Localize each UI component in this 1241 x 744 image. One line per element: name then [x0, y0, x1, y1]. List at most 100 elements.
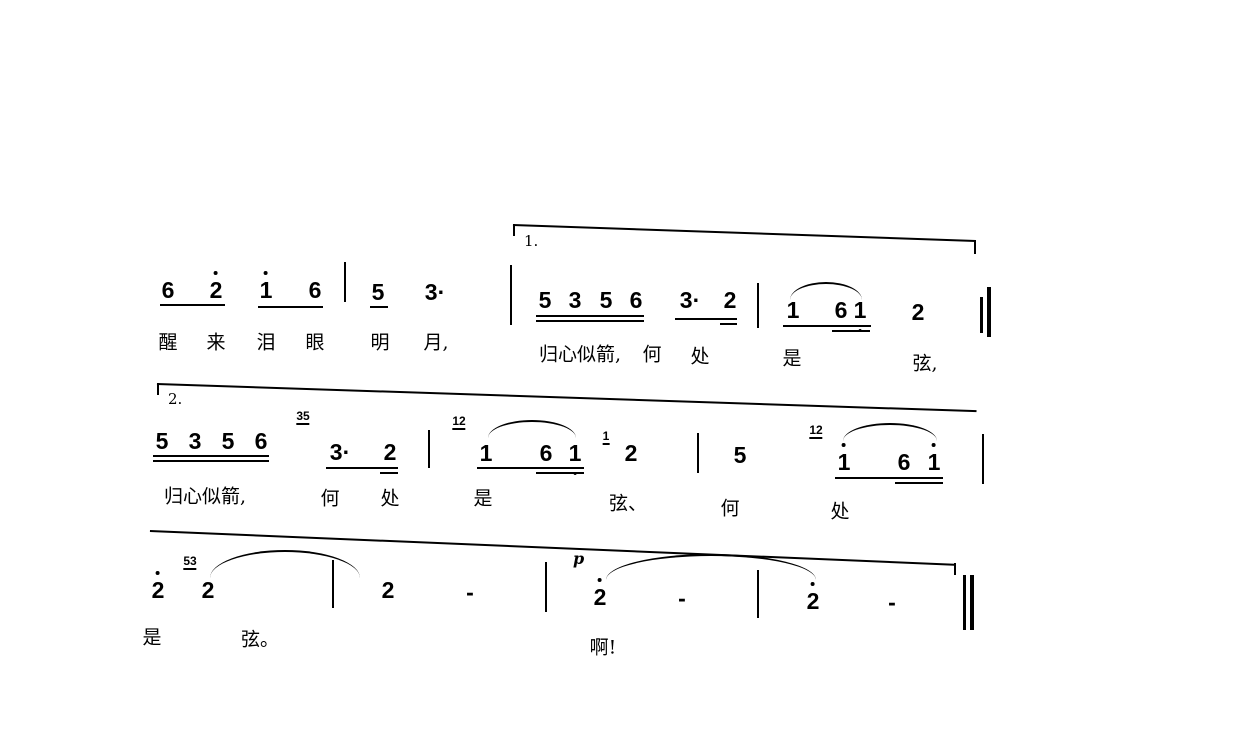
note: 2 [723, 287, 737, 313]
note: 3· [329, 439, 351, 465]
repeat-barline [980, 297, 983, 333]
barline [757, 570, 759, 618]
barline [344, 262, 346, 302]
underline [258, 306, 323, 308]
note: 3· [424, 279, 446, 305]
note: 2 [593, 578, 607, 610]
underline [832, 330, 870, 332]
slur [488, 420, 576, 438]
lyric: 来 [206, 331, 226, 354]
underline [160, 304, 225, 306]
grace-note: 12 [452, 414, 467, 430]
note: 2 [806, 582, 820, 614]
note: 5 [599, 287, 613, 313]
dynamic-marking: p [573, 549, 585, 568]
volta-label: 1. [524, 232, 539, 250]
barline [332, 560, 334, 608]
note: 1 [479, 440, 493, 466]
lyric: 是 [142, 626, 162, 649]
note: 5 [221, 428, 235, 454]
lyric: 处 [380, 487, 400, 510]
note: - [678, 585, 686, 611]
underline [536, 472, 584, 474]
underline [895, 482, 943, 484]
note: 5 [371, 279, 385, 305]
lyric: 月, [423, 331, 449, 354]
underline [720, 323, 737, 325]
underline [675, 318, 737, 320]
phrase-hook [954, 563, 956, 575]
note: 6 [161, 277, 175, 303]
lyric: 归心似箭, [538, 343, 622, 366]
lyric: 何 [642, 343, 662, 366]
volta-line [156, 383, 977, 413]
lyric: 何 [320, 487, 340, 510]
underline [536, 320, 644, 322]
grace-note: 12 [809, 423, 824, 439]
slur [843, 423, 937, 441]
underline [153, 460, 269, 462]
note: 3 [188, 428, 202, 454]
note: 1 [853, 297, 867, 332]
barline [697, 433, 699, 473]
underline [783, 325, 871, 327]
note: 2 [624, 440, 638, 466]
note: 1 [837, 443, 851, 475]
final-barline [970, 575, 974, 630]
volta-hook [513, 224, 515, 236]
note: 5 [155, 428, 169, 454]
slur [790, 282, 862, 300]
note: 1 [259, 271, 273, 303]
note: - [466, 579, 474, 605]
volta-hook [157, 383, 159, 395]
lyric: 何 [720, 497, 740, 520]
note: 2 [151, 571, 165, 603]
underline [835, 477, 943, 479]
lyric: 醒 [158, 331, 178, 354]
note: 6 [897, 449, 911, 475]
slur [606, 554, 816, 580]
note: 5 [538, 287, 552, 313]
lyric: 啊! [589, 636, 617, 659]
barline [982, 434, 984, 484]
lyric: 弦, [912, 352, 938, 375]
note: 6 [834, 297, 848, 323]
barline [428, 430, 430, 468]
lyric: 处 [830, 500, 850, 523]
note: 6 [308, 277, 322, 303]
underline [326, 467, 398, 469]
note: 2 [911, 299, 925, 325]
lyric: 归心似箭, [163, 485, 247, 508]
note: 2 [201, 577, 215, 603]
grace-note: 35 [296, 409, 311, 425]
note: 2 [381, 577, 395, 603]
grace-note: 1 [602, 429, 610, 445]
note: 2 [209, 271, 223, 303]
lyric: 泪 [256, 331, 276, 354]
note: - [888, 589, 896, 615]
volta-line [512, 224, 976, 242]
lyric: 明 [370, 331, 390, 354]
lyric: 是 [473, 487, 493, 510]
volta-label: 2. [168, 390, 183, 408]
underline [477, 467, 584, 469]
underline [370, 306, 388, 308]
lyric: 眼 [305, 331, 325, 354]
note: 6 [629, 287, 643, 313]
note: 3 [568, 287, 582, 313]
lyric: 处 [690, 345, 710, 368]
grace-note: 53 [183, 554, 198, 570]
note: 1 [568, 440, 582, 475]
barline [545, 562, 547, 612]
lyric: 弦、 [608, 492, 648, 515]
note: 3· [679, 287, 701, 313]
repeat-barline [987, 287, 991, 337]
underline [536, 315, 644, 317]
note: 5 [733, 442, 747, 468]
volta-hook [974, 240, 976, 254]
barline [510, 265, 512, 325]
note: 1 [786, 297, 800, 323]
lyric: 弦。 [240, 628, 280, 651]
slur [210, 550, 360, 578]
